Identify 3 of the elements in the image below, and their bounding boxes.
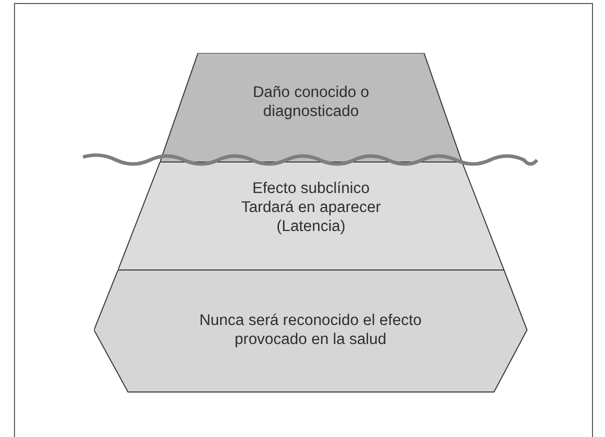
band-text: Nunca será reconocido el efecto provocado en la salud <box>198 311 423 349</box>
band-text: Daño conocido o diagnosticado <box>252 83 370 121</box>
band-text: Efecto subclínico Tardará en aparecer (Latencia) <box>240 179 382 236</box>
